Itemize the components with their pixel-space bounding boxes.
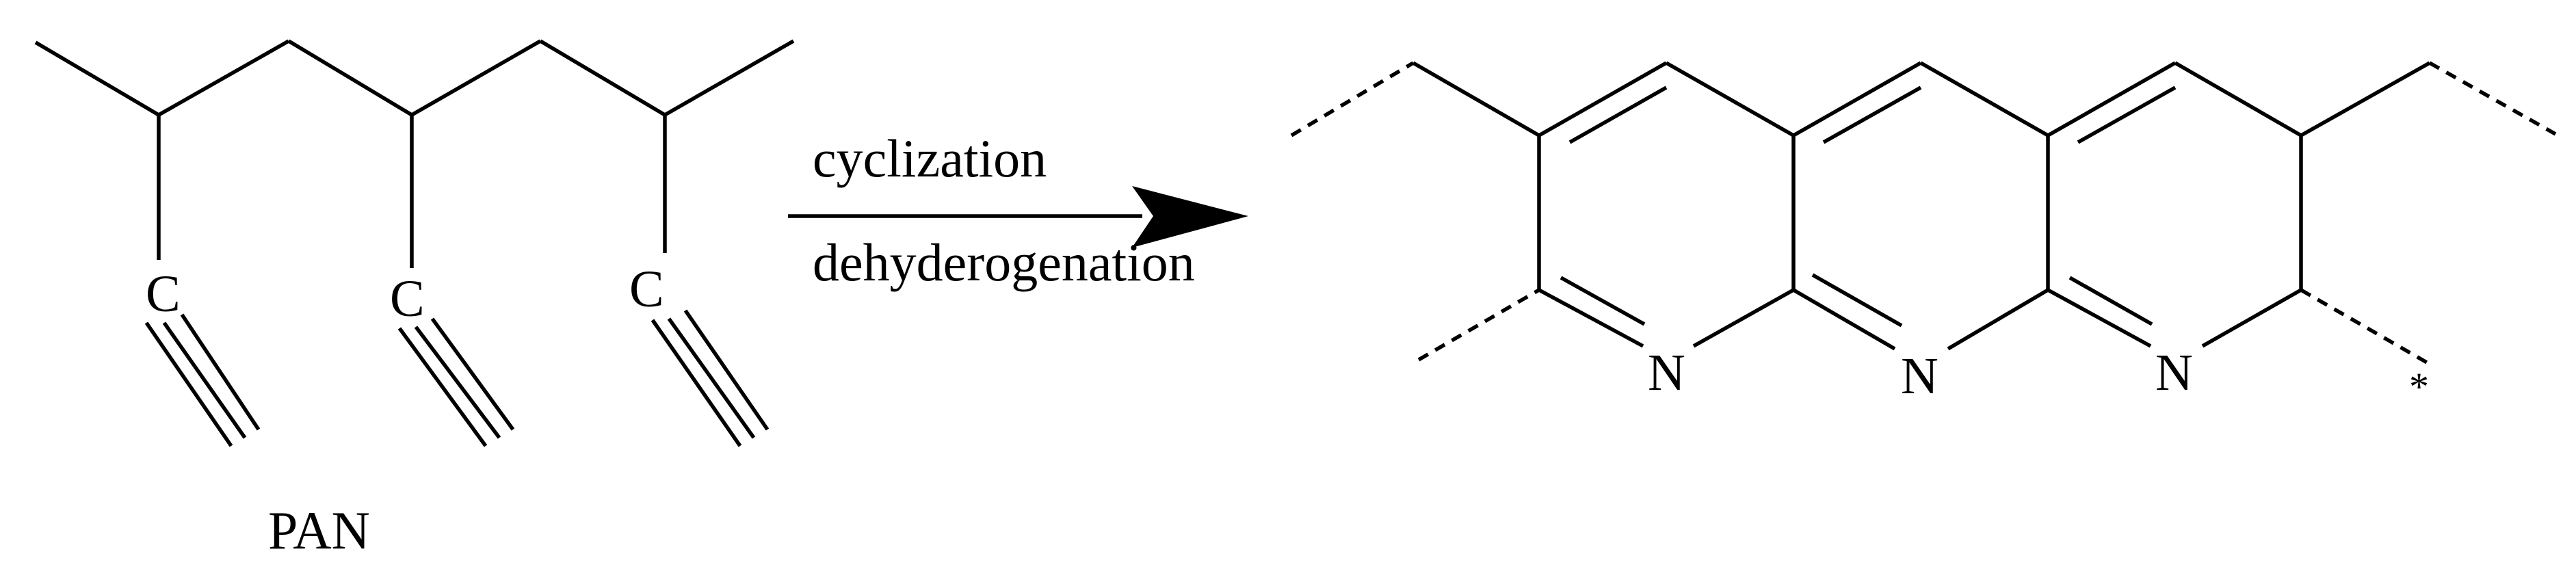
dashed-bond-top-left <box>1290 61 1415 137</box>
nitrile-group-1: C <box>144 115 261 447</box>
nitrile-group-2: C <box>390 115 515 447</box>
carbon-label-1: C <box>146 265 181 323</box>
pan-structure: C C C PAN <box>34 39 795 560</box>
dashed-bond-top-right <box>2428 61 2557 136</box>
nitrogen-label-1: N <box>1648 344 1685 401</box>
arrow-label-dehydrogenation: dehyderogenation <box>813 233 1195 292</box>
nitrogen-label-2: N <box>1901 347 1938 405</box>
arrow-head <box>1132 186 1248 248</box>
nitrile-group-3: C <box>629 115 770 447</box>
dashed-bond-bottom-right <box>2300 288 2428 365</box>
reaction-arrow: cyclization dehyderogenation <box>788 129 1248 292</box>
carbon-label-2: C <box>390 270 425 328</box>
ladder-polymer-structure: N N N * <box>1290 61 2557 409</box>
nitrogen-label-3: N <box>2155 344 2193 401</box>
end-group-asterisk: * <box>2409 365 2429 409</box>
pan-backbone <box>34 39 795 117</box>
arrow-label-cyclization: cyclization <box>813 129 1047 188</box>
carbon-label-3: C <box>629 261 664 318</box>
pan-label: PAN <box>268 501 370 560</box>
dashed-bond-bottom-left <box>1417 288 1540 362</box>
